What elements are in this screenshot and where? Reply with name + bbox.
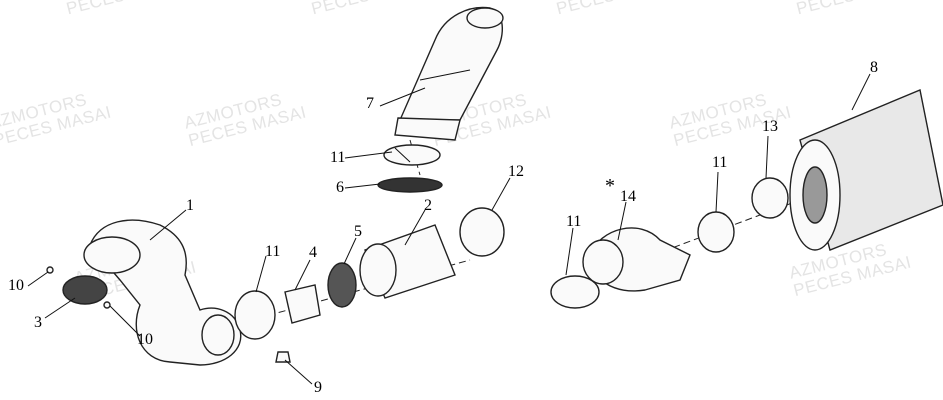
part-1-main-hose xyxy=(83,219,242,366)
part-11-clamp-right xyxy=(697,211,735,253)
part-3-ring xyxy=(62,275,108,305)
callout-9: 9 xyxy=(314,379,322,396)
leader-line xyxy=(851,73,871,111)
leader-line xyxy=(343,237,357,265)
callout-1: 1 xyxy=(186,197,194,214)
leader-line xyxy=(149,209,187,241)
part-2-adapter xyxy=(359,224,456,299)
part-10-bolt xyxy=(103,301,111,309)
part-10-bolt xyxy=(46,266,54,274)
part-13-ring xyxy=(751,177,789,219)
callout-star: * xyxy=(605,175,615,197)
callout-13: 13 xyxy=(762,118,778,135)
callout-11: 11 xyxy=(566,213,582,230)
leader-line xyxy=(344,183,381,189)
callout-14: 14 xyxy=(620,188,636,205)
leader-line xyxy=(379,87,426,107)
leader-line xyxy=(109,305,141,337)
callout-10: 10 xyxy=(137,331,153,348)
leader-line xyxy=(491,177,511,211)
part-8-air-filter xyxy=(789,89,943,251)
callout-3: 3 xyxy=(34,314,42,331)
callout-5: 5 xyxy=(354,223,362,240)
leader-line xyxy=(617,201,627,241)
part-4-sleeve xyxy=(284,284,321,324)
callout-11: 11 xyxy=(330,149,346,166)
part-9-bolt xyxy=(275,351,291,363)
leader-line xyxy=(344,151,393,159)
part-7-upper-hose xyxy=(394,6,504,141)
callout-10: 10 xyxy=(8,277,24,294)
part-12-clamp xyxy=(459,207,505,257)
callout-2: 2 xyxy=(424,197,432,214)
callout-8: 8 xyxy=(870,59,878,76)
part-11-clamp-top xyxy=(383,144,441,166)
callout-6: 6 xyxy=(336,179,344,196)
leader-line xyxy=(44,297,76,319)
callout-7: 7 xyxy=(366,95,374,112)
leader-line xyxy=(404,209,426,246)
leader-line xyxy=(715,171,719,213)
leader-line xyxy=(294,259,311,291)
leader-line xyxy=(765,135,769,179)
leader-line xyxy=(255,255,267,293)
leader-line xyxy=(27,271,49,287)
callout-12: 12 xyxy=(508,163,524,180)
part-11-clamp-mid xyxy=(550,275,600,309)
leader-line xyxy=(284,359,313,385)
leader-line xyxy=(565,227,574,276)
part-11-clamp-left xyxy=(234,290,276,340)
callout-11: 11 xyxy=(265,243,281,260)
callout-4: 4 xyxy=(309,244,317,261)
part-6-screen xyxy=(377,177,443,193)
part-5-mesh xyxy=(327,262,357,308)
callout-11: 11 xyxy=(712,154,728,171)
part-14-elbow xyxy=(582,227,691,292)
